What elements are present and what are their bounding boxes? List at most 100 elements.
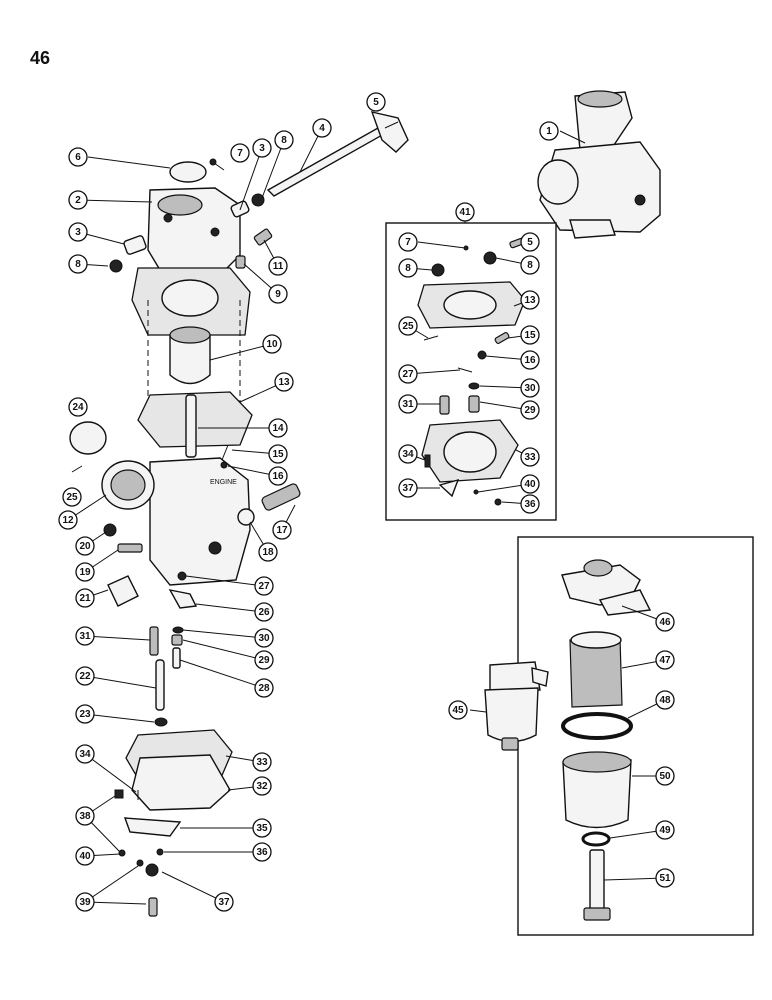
callout-label: 3 xyxy=(259,143,265,154)
callout-filter-48: 48 xyxy=(655,690,675,710)
callout-main-31: 31 xyxy=(75,626,95,646)
callout-label: 38 xyxy=(79,811,91,822)
main-leaders xyxy=(67,127,323,905)
callout-label: 16 xyxy=(272,471,284,482)
callout-label: 25 xyxy=(66,492,78,503)
callout-label: 3 xyxy=(75,227,81,238)
callout-main-15: 15 xyxy=(268,444,288,464)
callout-label: 31 xyxy=(79,631,91,642)
callout-main-5: 5 xyxy=(366,92,386,112)
callout-label: 21 xyxy=(79,593,91,604)
callout-kit-8: 8 xyxy=(398,258,418,278)
callout-main-27: 27 xyxy=(254,576,274,596)
callout-label: 15 xyxy=(272,449,284,460)
callout-main-17: 17 xyxy=(272,520,292,540)
callout-label: 18 xyxy=(262,547,274,558)
callout-main-24: 24 xyxy=(68,397,88,417)
callout-kit-30: 30 xyxy=(520,378,540,398)
callout-label: 36 xyxy=(256,847,268,858)
callout-label: 19 xyxy=(79,567,91,578)
callout-kit-25: 25 xyxy=(398,316,418,336)
callout-label: 30 xyxy=(258,633,270,644)
callout-main-20: 20 xyxy=(75,536,95,556)
callout-main-3: 3 xyxy=(252,138,272,158)
callout-label: 27 xyxy=(258,581,270,592)
callout-label: 6 xyxy=(75,152,81,163)
callout-label: 35 xyxy=(256,823,268,834)
callout-main-37: 37 xyxy=(214,892,234,912)
callout-main-2: 2 xyxy=(68,190,88,210)
callout-kit-15: 15 xyxy=(520,325,540,345)
callout-main-22: 22 xyxy=(75,666,95,686)
callout-main-35: 35 xyxy=(252,818,272,838)
callout-label: 33 xyxy=(524,452,536,463)
callout-label: 23 xyxy=(79,709,91,720)
callout-main-32: 32 xyxy=(252,776,272,796)
callout-kit-41: 41 xyxy=(455,202,475,222)
callout-main-11: 11 xyxy=(268,256,288,276)
callout-label: 16 xyxy=(524,355,536,366)
callout-label: 29 xyxy=(524,405,536,416)
callout-main-23: 23 xyxy=(75,704,95,724)
callout-label: 48 xyxy=(659,695,671,706)
callout-kit-5: 5 xyxy=(520,232,540,252)
callout-kit-16: 16 xyxy=(520,350,540,370)
callout-main-8: 8 xyxy=(68,254,88,274)
callout-label: 7 xyxy=(405,237,411,248)
venturi xyxy=(169,326,211,385)
carburetor-parts: ENGINE xyxy=(69,111,409,917)
callout-label: 31 xyxy=(402,399,414,410)
callout-kit-34: 34 xyxy=(398,444,418,464)
callout-main-1: 1 xyxy=(539,121,559,141)
callout-label: 51 xyxy=(659,873,671,884)
callout-kit-29: 29 xyxy=(520,400,540,420)
callout-label: 12 xyxy=(62,515,74,526)
callout-label: 49 xyxy=(659,825,671,836)
callout-filter-51: 51 xyxy=(655,868,675,888)
callout-main-9: 9 xyxy=(268,284,288,304)
callout-main-40: 40 xyxy=(75,846,95,866)
callout-label: 8 xyxy=(405,263,411,274)
callout-main-14: 14 xyxy=(268,418,288,438)
callout-label: 37 xyxy=(402,483,414,494)
callout-label: 11 xyxy=(273,261,284,272)
callout-label: 34 xyxy=(402,449,414,460)
callout-main-28: 28 xyxy=(254,678,274,698)
callout-label: 24 xyxy=(72,402,84,413)
callout-kit-27: 27 xyxy=(398,364,418,384)
callout-kit-33: 33 xyxy=(520,447,540,467)
callout-label: 30 xyxy=(524,383,536,394)
callout-label: 47 xyxy=(659,655,671,666)
fuel-filter-box xyxy=(469,536,754,936)
callout-filter-47: 47 xyxy=(655,650,675,670)
callout-kit-31: 31 xyxy=(398,394,418,414)
callout-main-10: 10 xyxy=(262,334,282,354)
callout-label: 22 xyxy=(79,671,91,682)
callout-label: 27 xyxy=(402,369,414,380)
choke-shaft xyxy=(266,111,409,197)
callout-main-13: 13 xyxy=(274,372,294,392)
callout-label: 39 xyxy=(79,897,91,908)
callout-kit-40: 40 xyxy=(520,474,540,494)
callout-label: 46 xyxy=(659,617,671,628)
callout-main-39: 39 xyxy=(75,892,95,912)
callout-main-7: 7 xyxy=(230,143,250,163)
callout-main-6: 6 xyxy=(68,147,88,167)
throttle-body: ENGINE xyxy=(101,457,251,586)
callout-label: 29 xyxy=(258,655,270,666)
callout-label: 10 xyxy=(266,339,278,350)
callout-label: 5 xyxy=(527,237,533,248)
callout-label: 8 xyxy=(75,259,81,270)
callout-label: 26 xyxy=(258,607,270,618)
callout-main-30: 30 xyxy=(254,628,274,648)
callout-label: 9 xyxy=(275,289,281,300)
callout-filter-46: 46 xyxy=(655,612,675,632)
callout-main-38: 38 xyxy=(75,806,95,826)
callout-label: 7 xyxy=(237,148,243,159)
callout-main-25: 25 xyxy=(62,487,82,507)
callout-filter-50: 50 xyxy=(655,766,675,786)
callout-main-19: 19 xyxy=(75,562,95,582)
callout-label: 32 xyxy=(256,781,268,792)
assembled-carburetor xyxy=(537,90,661,239)
